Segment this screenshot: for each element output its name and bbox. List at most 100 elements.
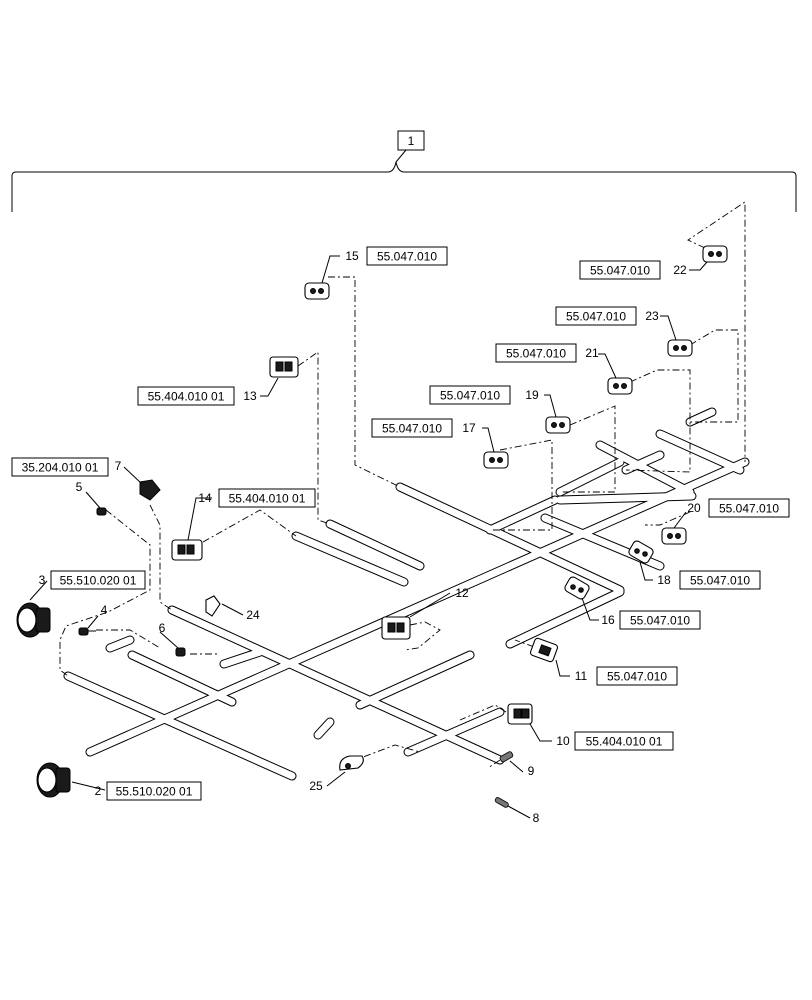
connector-10 [507, 703, 533, 725]
wire-segment-fill [396, 483, 624, 594]
connector-13 [269, 356, 299, 378]
reference-box [366, 246, 448, 266]
callout-number: 14 [198, 491, 212, 505]
reference-box [137, 386, 235, 406]
callout-14: 14 55.404.010 01 [198, 488, 316, 508]
connector-21 [607, 377, 633, 395]
reference-number: 55.047.010 [566, 310, 626, 324]
callout-number: 7 [115, 459, 122, 473]
callout-24: 24 [246, 608, 260, 622]
leader-dash-lines [59, 201, 746, 769]
wire-segment-fill [356, 651, 474, 709]
round-connector-2 [36, 762, 71, 798]
reference-number: 55.510.020 01 [60, 574, 137, 588]
reference-box [429, 385, 511, 405]
callout-25: 25 [309, 779, 323, 793]
callout-17: 17 55.047.010 [371, 418, 476, 438]
harness-parts [16, 245, 728, 808]
connector-20 [661, 527, 687, 545]
callout-number: 2 [95, 784, 102, 798]
wire-segment-fill [106, 636, 134, 652]
reference-number: 55.047.010 [382, 422, 442, 436]
reference-box [218, 488, 316, 508]
bolt-6 [175, 647, 186, 657]
reference-number: 55.404.010 01 [229, 492, 306, 506]
reference-box [106, 781, 202, 801]
callout-4: 4 [101, 603, 108, 617]
wire-segment-fill [86, 458, 749, 756]
callout-number: 17 [462, 421, 476, 435]
callout-9: 9 [528, 764, 535, 778]
callout-2: 2 55.510.020 01 [95, 781, 202, 801]
wire-segment-fill [506, 588, 624, 648]
wire-segment-fill [622, 451, 664, 474]
wire-segment-fill [556, 458, 624, 496]
wire-segment-fill [686, 408, 716, 426]
callout-7: 7 35.204.010 01 [11, 457, 122, 477]
reference-number: 55.047.010 [506, 347, 566, 361]
wire-segment-fill [486, 496, 559, 534]
reference-box [708, 498, 790, 518]
callout-number: 12 [455, 586, 469, 600]
connector-18 [628, 540, 654, 564]
connector-14 [171, 539, 203, 561]
reference-box [574, 731, 674, 751]
callout-number: 19 [525, 388, 539, 402]
connector-23 [667, 339, 693, 357]
callout-number: 5 [76, 480, 83, 494]
wire-segment-fill [168, 606, 504, 764]
bolt-5 [96, 507, 107, 516]
callout-3: 3 55.510.020 01 [39, 570, 146, 590]
callout-leads [29, 255, 708, 819]
clamp-25 [339, 755, 364, 771]
callout-10: 10 55.404.010 01 [556, 731, 674, 751]
callout-number: 3 [39, 573, 46, 587]
reference-number: 55.404.010 01 [586, 735, 663, 749]
connector-12 [381, 616, 411, 640]
reference-number: 35.204.010 01 [22, 461, 99, 475]
reference-box [579, 260, 661, 280]
wire-segment-fill [326, 520, 424, 570]
callout-number: 9 [528, 764, 535, 778]
wire-segment-fill [556, 492, 696, 504]
reference-box [679, 570, 761, 590]
reference-box [619, 610, 701, 630]
callout-number: 25 [309, 779, 323, 793]
reference-box [555, 306, 637, 326]
connector-22 [702, 245, 728, 263]
reference-number: 55.047.010 [590, 264, 650, 278]
callout-number: 6 [159, 621, 166, 635]
clip-24 [205, 595, 221, 617]
reference-number: 55.047.010 [690, 574, 750, 588]
callout-number: 20 [687, 501, 701, 515]
terminal-9 [499, 751, 514, 763]
callout-number: 10 [556, 734, 570, 748]
reference-box [50, 570, 146, 590]
reference-box [596, 666, 678, 686]
reference-number: 55.510.020 01 [116, 785, 193, 799]
wire-segment-fill [404, 708, 504, 756]
harness-wires [63, 407, 750, 781]
callout-number: 18 [657, 573, 671, 587]
wire-segment-fill [292, 532, 408, 586]
connector-17 [483, 451, 509, 469]
connector-15 [304, 282, 330, 300]
callout-8: 8 [533, 811, 540, 825]
callout-12: 12 [455, 586, 469, 600]
connector-16 [564, 576, 590, 600]
assembly-number: 1 [408, 134, 415, 148]
callout-5: 5 [76, 480, 83, 494]
bolt-4 [78, 627, 96, 636]
wire-segment-fill [220, 648, 264, 668]
connector-11 [529, 637, 559, 663]
